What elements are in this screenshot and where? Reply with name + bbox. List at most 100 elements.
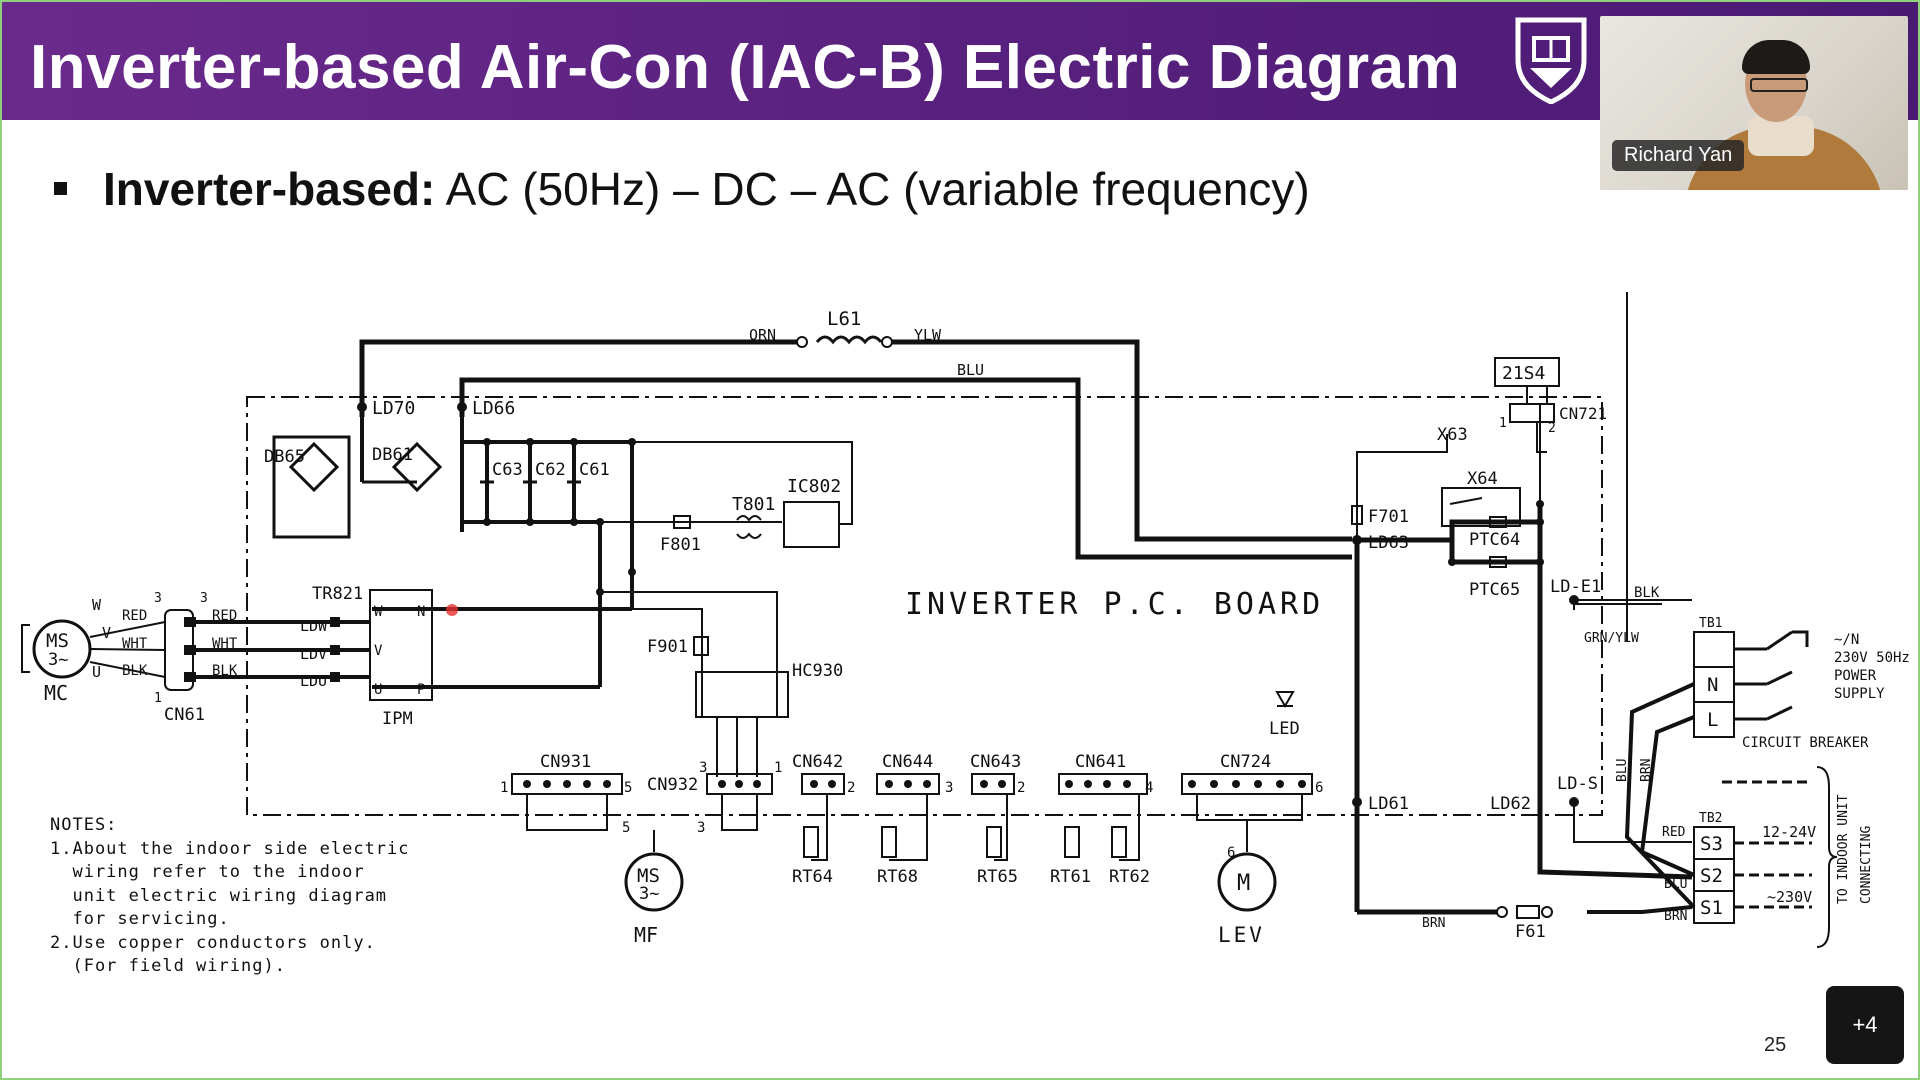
wire-blk-2: BLK — [212, 663, 238, 679]
label-ld63: LD63 — [1368, 533, 1409, 553]
notes-line: for servicing. — [50, 909, 230, 929]
label-rt64: RT64 — [792, 867, 833, 887]
pin-5-mf: 5 — [622, 820, 630, 836]
wire-red-1: RED — [122, 608, 147, 624]
pin-w: W — [92, 596, 102, 614]
label-rt65: RT65 — [977, 867, 1018, 887]
label-c63: C63 — [492, 460, 523, 480]
pin-1-cn721: 1 — [1499, 416, 1507, 431]
power-label-1: ~/N — [1834, 632, 1859, 648]
label-cn642: CN642 — [792, 752, 843, 772]
label-f701: F701 — [1368, 507, 1409, 527]
wire-ylw: YLW — [914, 326, 942, 344]
label-tr821: TR821 — [312, 584, 363, 604]
motor-mc-3: 3~ — [48, 650, 68, 670]
label-f901: F901 — [647, 637, 688, 657]
label-cn644: CN644 — [882, 752, 933, 772]
participant-video-tile[interactable]: Richard Yan — [1600, 16, 1908, 190]
wire-red-tb2: RED — [1662, 825, 1686, 840]
label-ld70: LD70 — [372, 398, 415, 419]
pin-1-cn931: 1 — [500, 780, 508, 796]
wire-blk-1: BLK — [122, 663, 148, 679]
wire-blk-ground: BLK — [1634, 585, 1660, 601]
wire-brn-tb2: BRN — [1664, 909, 1687, 924]
label-mc: MC — [44, 681, 68, 705]
label-rt68: RT68 — [877, 867, 918, 887]
ipm-pin-w: W — [374, 604, 383, 620]
label-230v: ~230V — [1767, 888, 1812, 906]
terminal-s1: S1 — [1700, 897, 1723, 919]
terminal-l: L — [1707, 709, 1718, 731]
pointer-dot — [446, 604, 458, 616]
label-db61: DB61 — [372, 445, 413, 465]
label-ptc64: PTC64 — [1469, 530, 1520, 550]
label-t801: T801 — [732, 494, 775, 515]
label-rt62: RT62 — [1109, 867, 1150, 887]
label-ldv: LDV — [300, 645, 327, 663]
bullet-text: AC (50Hz) – DC – AC (variable frequency) — [435, 163, 1310, 215]
ipm-pin-u: U — [374, 682, 382, 698]
label-ipm: IPM — [382, 709, 413, 729]
motor-lev-m: M — [1237, 871, 1250, 896]
label-tb1: TB1 — [1699, 616, 1722, 631]
label-x63: X63 — [1437, 425, 1468, 445]
power-label-3: POWER — [1834, 668, 1877, 684]
pin-3-cn61a: 3 — [154, 591, 162, 606]
pin-3-cn932: 3 — [699, 760, 707, 776]
label-cn641: CN641 — [1075, 752, 1126, 772]
label-connecting: CONNECTING — [1859, 826, 1874, 904]
label-db65: DB65 — [264, 447, 305, 467]
wire-brn-vertical: BRN — [1639, 759, 1654, 782]
ipm-pin-p: P — [417, 682, 425, 698]
more-participants-button[interactable]: +4 — [1826, 986, 1904, 1064]
notes-line: wiring refer to the indoor — [50, 862, 365, 882]
notes-line: (For field wiring). — [50, 956, 286, 976]
terminal-s3: S3 — [1700, 833, 1723, 855]
label-rt61: RT61 — [1050, 867, 1091, 887]
wire-blu-tb2: BLU — [1664, 877, 1687, 892]
participant-glasses — [1750, 78, 1808, 92]
pin-2-cn721: 2 — [1548, 421, 1556, 436]
motor-mf-ms: MS — [637, 865, 660, 887]
label-cn724: CN724 — [1220, 752, 1271, 772]
label-lev: LEV — [1218, 923, 1265, 947]
pin-5-cn931: 5 — [624, 780, 632, 796]
ipm-pin-n: N — [417, 604, 425, 620]
label-c61: C61 — [579, 460, 610, 480]
participant-hair — [1742, 40, 1810, 74]
bullet-square-icon — [54, 182, 67, 196]
slide-page-number: 25 — [1764, 1034, 1787, 1056]
pin-3-cn61b: 3 — [200, 591, 208, 606]
label-cn643: CN643 — [970, 752, 1021, 772]
pin-u: U — [92, 663, 101, 681]
label-led: LED — [1269, 719, 1300, 739]
label-ld66: LD66 — [472, 398, 515, 419]
pin-3-cn644: 3 — [945, 780, 953, 796]
pin-1-cn61: 1 — [154, 691, 162, 706]
label-ld61: LD61 — [1368, 794, 1409, 814]
label-ld-e1: LD-E1 — [1550, 577, 1601, 597]
motor-mc-ms: MS — [46, 630, 69, 652]
slide-title: Inverter-based Air-Con (IAC-B) Electric … — [30, 33, 1461, 102]
bullet-point: Inverter-based: AC (50Hz) – DC – AC (var… — [54, 162, 1310, 216]
wire-wht-2: WHT — [212, 636, 238, 652]
notes-line: unit electric wiring diagram — [50, 885, 388, 906]
wire-blu-vertical: BLU — [1615, 759, 1630, 782]
label-mf: MF — [634, 923, 658, 947]
label-ld62: LD62 — [1490, 794, 1531, 814]
label-hc930: HC930 — [792, 661, 843, 681]
slide-title-bar: Inverter-based Air-Con (IAC-B) Electric … — [2, 2, 1918, 120]
wire-blu: BLU — [957, 361, 984, 379]
label-12-24v: 12-24V — [1762, 823, 1816, 841]
pin-v: V — [102, 624, 111, 642]
label-cn61: CN61 — [164, 705, 205, 725]
wire-orn: ORN — [749, 326, 776, 344]
participant-collar — [1748, 116, 1814, 156]
pin-2-cn642: 2 — [847, 780, 855, 796]
power-label-4: SUPPLY — [1834, 686, 1885, 702]
notes-heading: NOTES: — [50, 815, 118, 835]
wire-grn-ylw: GRN/YLW — [1584, 631, 1639, 646]
label-ldw: LDW — [300, 617, 328, 635]
label-to-indoor: TO INDOOR UNIT — [1836, 794, 1851, 904]
